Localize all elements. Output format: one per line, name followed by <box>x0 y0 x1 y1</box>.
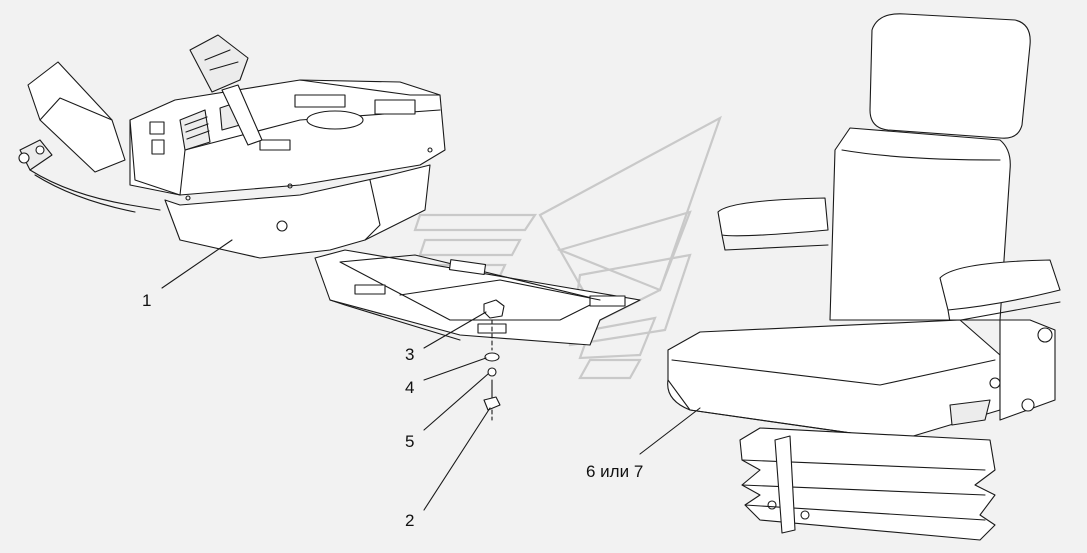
callout-3: 3 <box>405 345 414 364</box>
callout-2: 2 <box>405 511 414 530</box>
mounting-plate <box>314 249 641 346</box>
callout-1: 1 <box>142 291 151 310</box>
operator-seat <box>667 13 1061 541</box>
leader-line-2 <box>423 407 491 511</box>
leader-line-6 <box>639 407 701 455</box>
leader-line-1 <box>161 239 233 289</box>
callout-5: 5 <box>405 432 414 451</box>
callout-6-or-7: 6 или 7 <box>586 462 643 481</box>
leader-line-4 <box>423 357 487 381</box>
leader-line-3 <box>423 311 487 349</box>
leader-line-5 <box>423 373 489 431</box>
callout-4: 4 <box>405 378 414 397</box>
leader-lines <box>161 239 701 511</box>
fastener-stack <box>483 299 505 421</box>
control-console <box>18 34 446 259</box>
